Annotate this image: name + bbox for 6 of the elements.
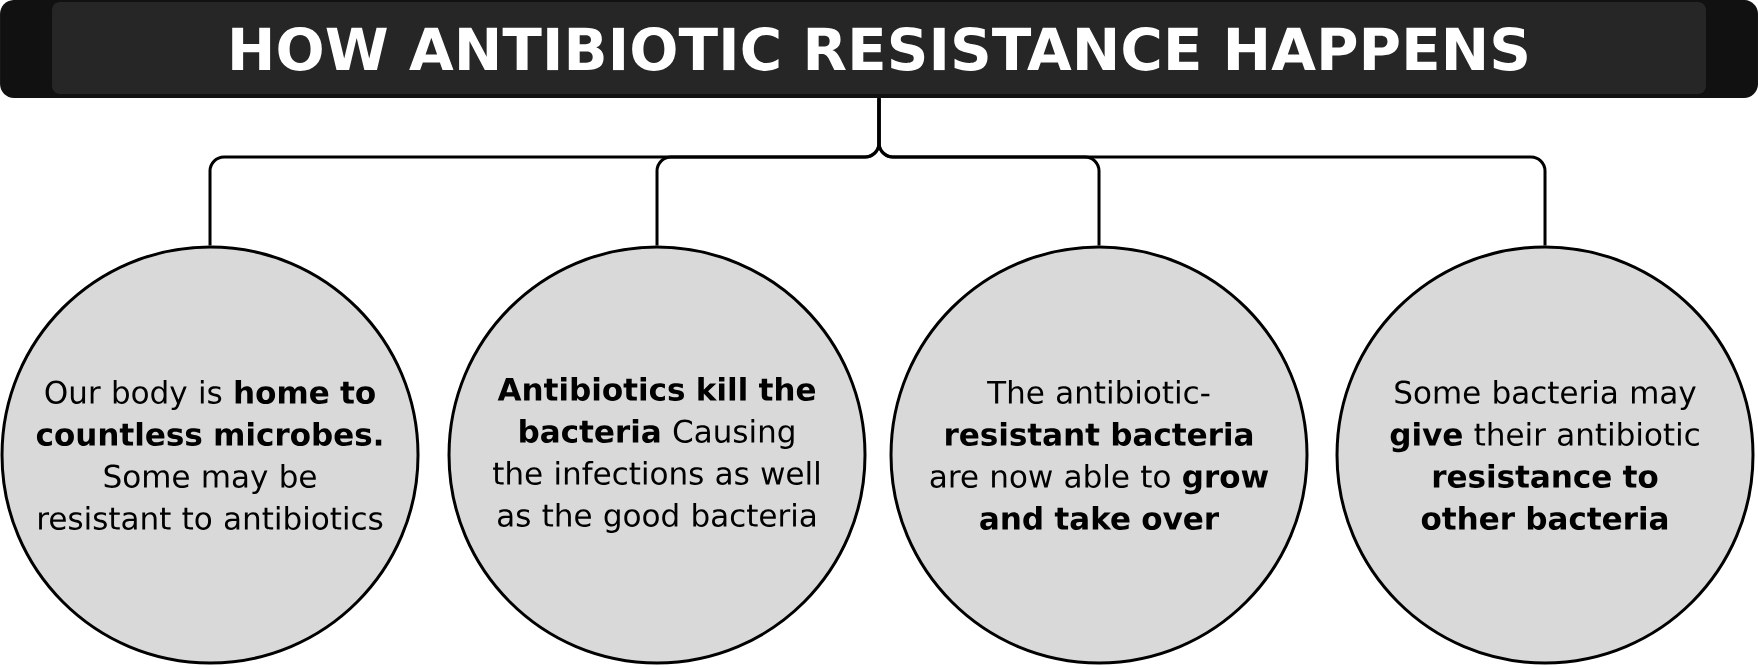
circle-node: Some bacteria may give their antibiotic resistance to other bacteria bbox=[1335, 245, 1755, 665]
connector-line bbox=[877, 98, 1547, 246]
circle-node: Antibiotics kill the bacteria Causing the infections as well as the good bacteria bbox=[447, 245, 867, 665]
circle-node: The antibiotic-resistant bacteria are now able to grow and take over bbox=[889, 245, 1309, 665]
title-banner: HOW ANTIBIOTIC RESISTANCE HAPPENS bbox=[0, 0, 1758, 98]
circle-node: Our body is home to countless microbes. Some may be resistant to antibiotics bbox=[0, 245, 420, 665]
